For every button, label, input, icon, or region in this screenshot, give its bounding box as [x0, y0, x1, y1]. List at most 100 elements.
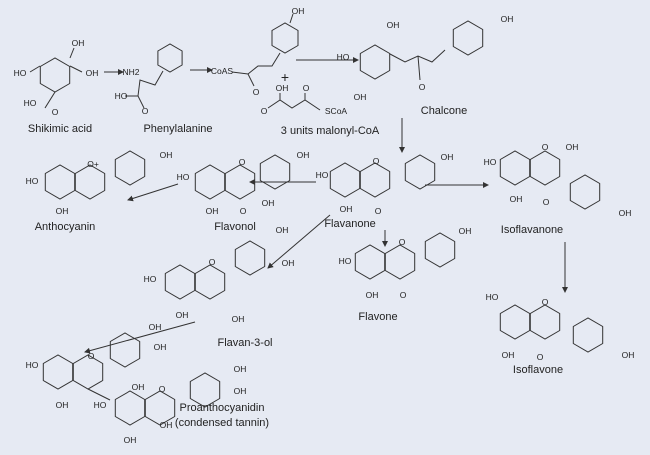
- proanthocyanidin-atom-label: OH: [234, 386, 247, 396]
- arrow-flavan-3-ol-to-proanthocyanidin: [84, 321, 196, 354]
- shikimic-atom-label: O: [52, 107, 59, 117]
- label-chalcone: Chalcone: [421, 105, 467, 117]
- label-flavanone: Flavanone: [324, 218, 375, 230]
- flavone-atom-label: OH: [459, 226, 472, 236]
- flavanone-atom-label: OH: [340, 204, 353, 214]
- isoflavanone-ring-b: [569, 174, 601, 210]
- flavone-atom-label: O: [399, 237, 406, 247]
- pac-ring-a2: [114, 390, 146, 426]
- flavone-atom-label: OH: [366, 290, 379, 300]
- anthocyanin-ring-b: [114, 150, 146, 186]
- bond: [267, 99, 321, 111]
- proanthocyanidin-atom-label: OH: [149, 322, 162, 332]
- isoflavanone-atom-label: OH: [510, 194, 523, 204]
- bond: [29, 65, 41, 73]
- flavan-3-ol-ring-a: [164, 264, 196, 300]
- bond: [69, 47, 75, 59]
- isoflavone-ring-a: [499, 304, 531, 340]
- isoflavanone-atom-label: OH: [619, 208, 632, 218]
- pac-ring-b1: [109, 332, 141, 368]
- flavanone-ring-c: [359, 162, 391, 198]
- label-isoflavanone: Isoflavanone: [501, 224, 563, 236]
- flavone-atom-label: O: [400, 290, 407, 300]
- flavan3ol-atom-label: HO: [144, 274, 157, 284]
- phenylalanine-ring: [157, 43, 183, 73]
- anthocyanin-atom-label: O+: [87, 159, 99, 169]
- label-flavone: Flavone: [358, 311, 397, 323]
- flavonol-ring-a: [194, 164, 226, 200]
- isoflavanone-atom-label: HO: [484, 157, 497, 167]
- flavonol-ring-c: [224, 164, 256, 200]
- flavan-3-ol-ring-c: [194, 264, 226, 300]
- isoflavanone-atom-label: O: [543, 197, 550, 207]
- label-phenylalanine: Phenylalanine: [143, 123, 212, 135]
- shikimic-ring: [39, 57, 71, 93]
- flavan-3-ol-ring-b: [234, 240, 266, 276]
- shikimic-atom-label: HO: [14, 68, 27, 78]
- flavone-atom-label: HO: [339, 256, 352, 266]
- bond: [44, 91, 56, 109]
- anthocyanin-ring-a: [44, 164, 76, 200]
- plus-sign: +: [281, 69, 289, 85]
- label-flavonol: Flavonol: [214, 221, 256, 233]
- isoflavanone-atom-label: O: [542, 142, 549, 152]
- label-shikimic-acid: Shikimic acid: [28, 123, 92, 135]
- coumaroyl-ring: [271, 22, 299, 54]
- flavan3ol-atom-label: OH: [282, 258, 295, 268]
- chalcone-ring-a: [359, 44, 391, 80]
- flavanone-atom-label: O: [373, 156, 380, 166]
- flavone-ring-c: [384, 244, 416, 280]
- flavonol-atom-label: OH: [206, 206, 219, 216]
- bond: [137, 95, 145, 109]
- proanthocyanidin-atom-label: OH: [154, 342, 167, 352]
- proanthocyanidin-atom-label: HO: [94, 400, 107, 410]
- coumaroyl-atom-label: O: [253, 87, 260, 97]
- flavanone-ring-a: [329, 162, 361, 198]
- isoflavone-atom-label: OH: [622, 350, 635, 360]
- flavan3ol-atom-label: OH: [232, 314, 245, 324]
- bond: [69, 65, 83, 73]
- flavone-ring-a: [354, 244, 386, 280]
- isoflavone-atom-label: HO: [486, 292, 499, 302]
- isoflavone-atom-label: O: [537, 352, 544, 362]
- bond: [289, 13, 294, 24]
- flavonol-atom-label: HO: [177, 172, 190, 182]
- flavonol-ring-b: [259, 154, 291, 190]
- malonyl-atom-label: O: [303, 83, 310, 93]
- bond: [231, 52, 281, 75]
- flavan3ol-atom-label: OH: [276, 225, 289, 235]
- flavanone-atom-label: HO: [316, 170, 329, 180]
- proanthocyanidin-atom-label: OH: [160, 420, 173, 430]
- label-isoflavone: Isoflavone: [513, 364, 563, 376]
- isoflavanone-ring-c: [529, 150, 561, 186]
- isoflavone-atom-label: O: [542, 297, 549, 307]
- flavanone-atom-label: OH: [441, 152, 454, 162]
- flavanone-ring-b: [404, 154, 436, 190]
- bond: [125, 70, 164, 97]
- label-proanthocyanidin: Proanthocyanidin: [179, 402, 264, 414]
- phenylalanine-atom-label: NH2: [122, 67, 139, 77]
- bond: [247, 73, 255, 87]
- flavonol-atom-label: OH: [262, 198, 275, 208]
- chalcone-atom-label: OH: [354, 92, 367, 102]
- chalcone-ring-b: [452, 20, 484, 56]
- chalcone-atom-label: OH: [387, 20, 400, 30]
- proanthocyanidin-atom-label: HO: [26, 360, 39, 370]
- coumaroyl-atom-label: CoAS: [211, 66, 234, 76]
- isoflavone-ring-b: [572, 317, 604, 353]
- flavan3ol-atom-label: OH: [176, 310, 189, 320]
- chalcone-atom-label: OH: [501, 14, 514, 24]
- phenylalanine-atom-label: O: [142, 106, 149, 116]
- isoflavanone-ring-a: [499, 150, 531, 186]
- coumaroyl-atom-label: OH: [292, 6, 305, 16]
- chalcone-atom-label: HO: [337, 52, 350, 62]
- flavone-ring-b: [424, 232, 456, 268]
- pac-ring-a1: [42, 354, 74, 390]
- label-flavan-3-ol: Flavan-3-ol: [217, 337, 272, 349]
- phenylalanine-atom-label: HO: [115, 91, 128, 101]
- malonyl-atom-label: OH: [276, 83, 289, 93]
- proanthocyanidin-atom-label: O: [88, 351, 95, 361]
- proanthocyanidin-atom-label: OH: [56, 400, 69, 410]
